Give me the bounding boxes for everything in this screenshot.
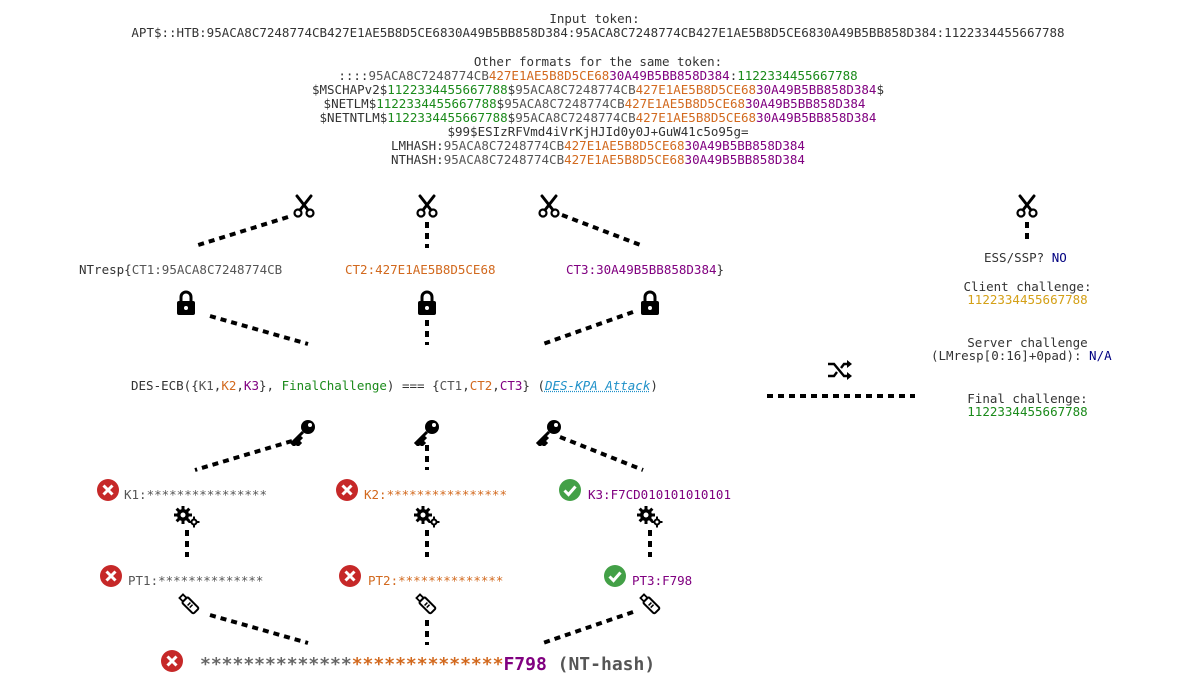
success-icon (604, 565, 626, 587)
scissors-icon (538, 194, 560, 218)
usb-drive-icon (639, 593, 661, 615)
format-line-2: $MSCHAPv2$1122334455667788$95ACA8C724877… (311, 82, 884, 97)
format-line-3: $NETLM$1122334455667788$95ACA8C7248774CB… (323, 96, 866, 111)
gears-icon (174, 506, 200, 528)
fail-icon (336, 479, 358, 501)
nt-hash-result: ****************************F798 (NT-has… (200, 654, 656, 675)
usb-drive-icon (178, 593, 200, 615)
format-line-6: LMHASH:95ACA8C7248774CB427E1AE5B8D5CE683… (391, 138, 805, 153)
lock-icon (418, 290, 436, 315)
key-icon (289, 420, 315, 446)
server-challenge-value: (LMresp[0:16]+0pad): N/A (931, 348, 1112, 363)
key-icon (413, 420, 439, 446)
lock-icon (177, 290, 195, 315)
shuffle-icon (828, 360, 852, 380)
format-line-5: $99$ESIzRFVmd4iVrKjHJId0y0J+GuW41c5o95g= (447, 124, 749, 139)
des-kpa-attack-link[interactable]: DES-KPA Attack (544, 378, 651, 393)
ntresp-ct1: NTresp{CT1:95ACA8C7248774CB (79, 262, 283, 277)
key-k1: K1:**************** (124, 487, 267, 502)
client-challenge-label: Client challenge: (963, 279, 1092, 294)
scissors-icon (1016, 194, 1038, 218)
plaintext-pt3: PT3:F798 (632, 573, 693, 588)
final-challenge-value: 1122334455667788 (967, 404, 1088, 419)
format-line-7: NTHASH:95ACA8C7248774CB427E1AE5B8D5CE683… (391, 152, 805, 167)
plaintext-pt2: PT2:************** (368, 573, 504, 588)
client-challenge-value: 1122334455667788 (967, 292, 1088, 307)
fail-icon (339, 565, 361, 587)
key-icon (535, 420, 561, 446)
fail-icon (97, 479, 119, 501)
fail-icon (100, 565, 122, 587)
gears-icon (637, 506, 663, 528)
ntresp-ct2: CT2:427E1AE5B8D5CE68 (345, 262, 496, 277)
input-heading: Input token: (549, 11, 640, 26)
final-challenge-label: Final challenge: (967, 391, 1088, 406)
ntresp-ct3: CT3:30A49B5BB858D384} (566, 262, 725, 277)
usb-drive-icon (415, 593, 437, 615)
fail-icon (161, 650, 183, 672)
scissors-icon (293, 194, 315, 218)
input-token: APT$::HTB:95ACA8C7248774CB427E1AE5B8D5CE… (131, 25, 1065, 40)
key-k3: K3:F7CD010101010101 (588, 487, 731, 502)
gears-icon (414, 506, 440, 528)
plaintext-pt1: PT1:************** (128, 573, 264, 588)
success-icon (559, 479, 581, 501)
format-line-4: $NETNTLM$1122334455667788$95ACA8C7248774… (319, 110, 877, 125)
key-k2: K2:**************** (364, 487, 507, 502)
format-line-1: ::::95ACA8C7248774CB427E1AE5B8D5CE6830A4… (338, 68, 858, 83)
formats-heading: Other formats for the same token: (473, 54, 723, 69)
lock-icon (641, 290, 659, 315)
ess-ssp: ESS/SSP? NO (984, 250, 1067, 265)
server-challenge-label: Server challenge (967, 335, 1088, 350)
des-ecb-equation: DES-ECB({K1,K2,K3}, FinalChallenge) === … (131, 378, 658, 393)
scissors-icon (416, 194, 438, 218)
